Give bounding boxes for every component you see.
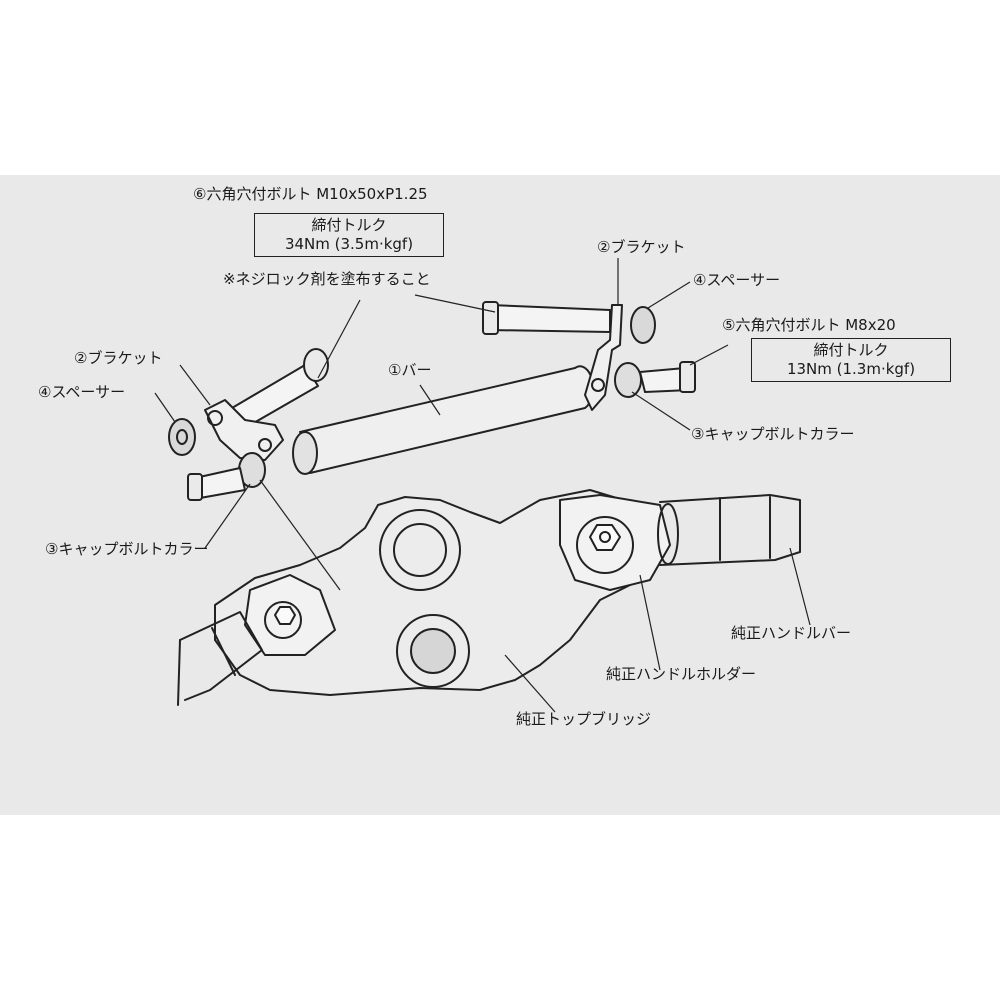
label-thread-lock: ※ネジロック剤を塗布すること xyxy=(223,270,431,288)
label-spacer-left: ④スペーサー xyxy=(38,383,126,401)
right-handlebar xyxy=(659,494,801,566)
top-bridge-boss-lower xyxy=(396,614,470,688)
label-oem-handlebar: 純正ハンドルバー xyxy=(731,624,852,642)
label-bolt-m8: ⑤六角穴付ボルト M8x20 xyxy=(722,316,896,334)
spacer-right xyxy=(630,306,656,344)
torque-box-m10-title: 締付トルク xyxy=(311,216,387,234)
accessory-bar xyxy=(299,365,594,474)
top-bridge-boss-upper xyxy=(379,509,461,591)
label-oem-top-bridge: 純正トップブリッジ xyxy=(516,710,652,728)
label-bracket-right: ②ブラケット xyxy=(597,238,686,256)
label-collar-right: ③キャップボルトカラー xyxy=(691,425,855,443)
collar-right xyxy=(614,362,642,398)
bar-end xyxy=(292,431,318,475)
torque-box-m8: 締付トルク 13Nm (1.3m·kgf) xyxy=(751,338,951,382)
label-bracket-left: ②ブラケット xyxy=(74,349,163,367)
label-spacer-right: ④スペーサー xyxy=(693,271,781,289)
label-collar-left: ③キャップボルトカラー xyxy=(45,540,209,558)
bolt-m10-right xyxy=(489,304,611,333)
label-bolt-m10: ⑥六角穴付ボルト M10x50xP1.25 xyxy=(193,185,428,203)
torque-box-m10-value: 34Nm (3.5m·kgf) xyxy=(284,235,414,253)
torque-box-m8-title: 締付トルク xyxy=(813,341,889,359)
label-oem-holder: 純正ハンドルホルダー xyxy=(606,665,757,683)
label-bar: ①バー xyxy=(388,361,432,379)
left-handlebar xyxy=(179,611,263,701)
bracket-right xyxy=(584,304,623,411)
spacer-left xyxy=(168,418,196,456)
torque-box-m8-value: 13Nm (1.3m·kgf) xyxy=(786,360,916,378)
torque-box-m10: 締付トルク 34Nm (3.5m·kgf) xyxy=(254,213,444,257)
manual-page xyxy=(0,175,1000,815)
bracket-left xyxy=(204,399,284,461)
